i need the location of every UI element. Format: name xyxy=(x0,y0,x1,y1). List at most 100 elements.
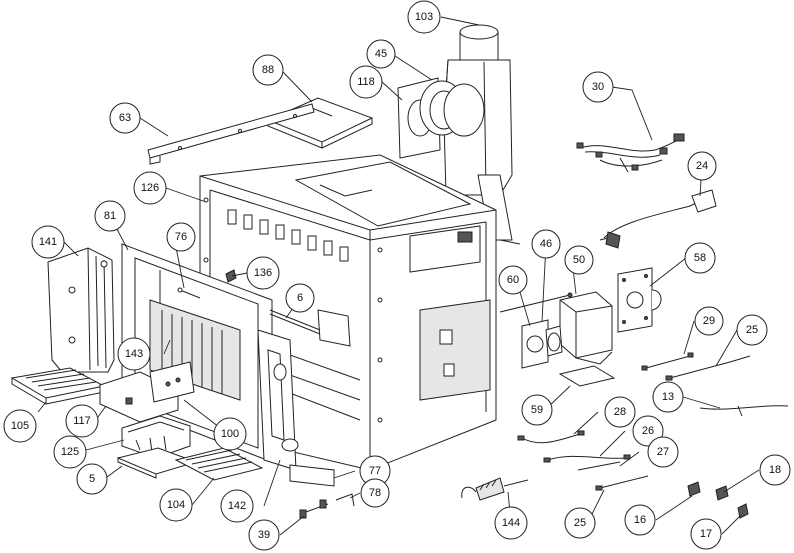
callout-label: 76 xyxy=(175,231,187,243)
callout-125: 125 xyxy=(53,435,87,469)
callout-label: 144 xyxy=(502,517,520,529)
callout-100: 100 xyxy=(213,417,247,451)
part-connector-17 xyxy=(737,503,749,519)
part-long-bracket xyxy=(147,103,315,165)
callout-label: 117 xyxy=(73,415,91,427)
part-spring-cable xyxy=(461,477,529,501)
callout-label: 24 xyxy=(696,160,708,172)
part-lower-grate xyxy=(174,447,264,481)
part-blower-motor xyxy=(545,291,613,365)
part-square-plate xyxy=(558,365,616,387)
callout-50: 50 xyxy=(564,245,594,275)
callout-126: 126 xyxy=(133,171,167,205)
callout-104: 104 xyxy=(159,488,193,522)
callout-label: 27 xyxy=(657,446,669,458)
callout-25-upper: 25 xyxy=(736,314,768,346)
part-burn-pot-block xyxy=(149,361,195,403)
callout-label: 6 xyxy=(297,292,303,304)
callout-label: 25 xyxy=(746,324,758,336)
part-fastener xyxy=(225,269,237,283)
callout-81: 81 xyxy=(94,200,126,232)
callout-label: 81 xyxy=(104,210,116,222)
callout-141: 141 xyxy=(31,225,65,259)
callout-60: 60 xyxy=(498,265,528,295)
callout-59: 59 xyxy=(521,394,553,426)
part-cable-28 xyxy=(517,430,585,444)
callout-label: 13 xyxy=(662,391,674,403)
part-gasket-plate xyxy=(521,319,549,369)
callout-label: 26 xyxy=(642,425,654,437)
callout-label: 141 xyxy=(39,236,57,248)
callout-label: 88 xyxy=(262,64,274,76)
part-cable-27 xyxy=(577,461,649,491)
part-sensor-wire xyxy=(699,405,789,417)
callout-30: 30 xyxy=(582,71,614,103)
callout-label: 46 xyxy=(540,238,552,250)
part-cable-29 xyxy=(641,352,694,371)
callout-label: 136 xyxy=(254,267,272,279)
callout-label: 118 xyxy=(357,76,375,88)
callout-label: 143 xyxy=(125,348,143,360)
part-thin-rod xyxy=(499,292,573,313)
callout-label: 77 xyxy=(369,465,381,477)
part-power-cord xyxy=(599,189,717,249)
part-side-panel xyxy=(47,247,115,373)
callout-label: 29 xyxy=(703,315,715,327)
part-wiring-harness xyxy=(576,133,685,173)
callout-76: 76 xyxy=(166,222,196,252)
callout-18: 18 xyxy=(759,454,791,486)
callout-118: 118 xyxy=(349,65,383,99)
part-pin xyxy=(177,287,201,299)
callout-label: 125 xyxy=(61,446,79,458)
callout-label: 5 xyxy=(89,473,95,485)
callout-29: 29 xyxy=(694,306,724,336)
callout-39: 39 xyxy=(248,519,280,551)
part-ash-grate xyxy=(10,367,106,405)
callout-label: 30 xyxy=(592,81,604,93)
callout-label: 60 xyxy=(507,274,519,286)
part-cable-26 xyxy=(543,454,631,463)
callout-6: 6 xyxy=(285,283,315,313)
callout-label: 103 xyxy=(415,11,433,23)
callout-144: 144 xyxy=(494,506,528,540)
callout-77: 77 xyxy=(359,455,391,487)
callout-5: 5 xyxy=(76,463,108,495)
callout-103: 103 xyxy=(407,0,441,34)
part-clip xyxy=(335,493,355,507)
callout-label: 16 xyxy=(634,514,646,526)
callout-46: 46 xyxy=(531,229,561,259)
callout-label: 45 xyxy=(375,48,387,60)
part-cable-25-upper xyxy=(665,355,751,381)
callout-25-lower: 25 xyxy=(564,507,596,539)
part-burn-pot xyxy=(121,415,191,459)
callout-27: 27 xyxy=(647,436,679,468)
callout-24: 24 xyxy=(687,151,717,181)
part-rod xyxy=(269,309,321,335)
callout-117: 117 xyxy=(65,404,99,438)
callout-88: 88 xyxy=(252,54,284,86)
callout-label: 142 xyxy=(228,500,246,512)
callout-label: 50 xyxy=(573,254,585,266)
callout-143: 143 xyxy=(117,337,151,371)
callout-label: 28 xyxy=(614,406,626,418)
callout-58: 58 xyxy=(684,242,716,274)
callout-17: 17 xyxy=(690,518,722,550)
part-connector-16 xyxy=(687,481,701,497)
part-label-plate xyxy=(289,464,335,487)
callout-label: 25 xyxy=(574,517,586,529)
part-exhaust-flange xyxy=(397,77,485,159)
callout-label: 58 xyxy=(694,252,706,264)
callout-label: 39 xyxy=(258,529,270,541)
callout-28: 28 xyxy=(604,396,636,428)
callout-45: 45 xyxy=(366,39,396,69)
part-connector-18 xyxy=(715,485,729,501)
callout-label: 63 xyxy=(119,112,131,124)
callout-78: 78 xyxy=(360,478,390,508)
callout-136: 136 xyxy=(246,256,280,290)
part-bolt-set xyxy=(299,499,329,519)
callout-label: 100 xyxy=(221,428,239,440)
callout-label: 59 xyxy=(531,404,543,416)
callout-142: 142 xyxy=(220,489,254,523)
callout-label: 104 xyxy=(167,499,185,511)
callout-63: 63 xyxy=(109,102,141,134)
